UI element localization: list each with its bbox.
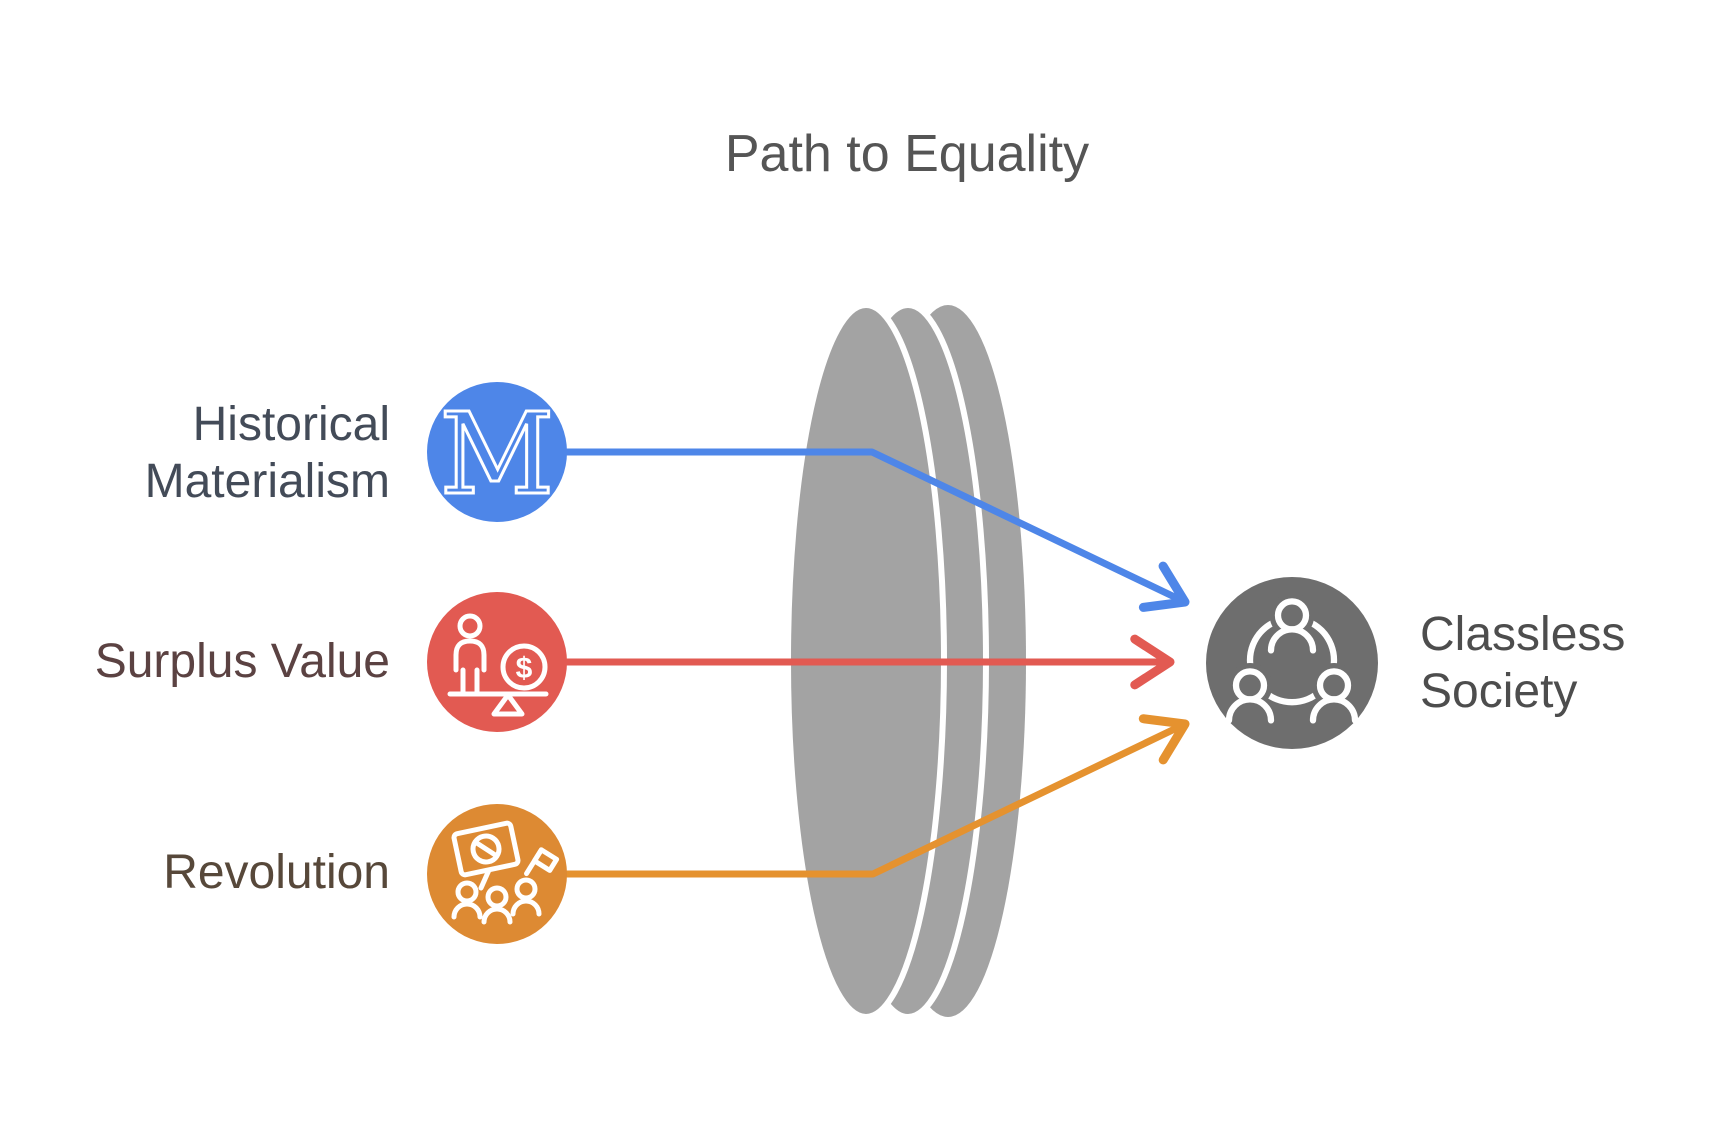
arrow-historical-materialism: [563, 448, 1190, 612]
person-shoulders-top: [1267, 626, 1317, 654]
prohibition-circle: [470, 833, 502, 865]
label-historical-materialism-line1: Historical: [193, 398, 390, 451]
protest-flag: [524, 847, 560, 877]
arrow-revolution: [563, 714, 1190, 878]
crowd-shoulders-middle: [481, 906, 513, 925]
community-people: [1225, 598, 1359, 724]
arrow-head: [1138, 714, 1190, 765]
crowd-head-right: [514, 877, 538, 901]
marx-m-icon: M: [438, 389, 556, 522]
arrow-head: [1138, 561, 1190, 612]
node-historical-materialism: M Historical Materialism: [145, 382, 567, 522]
label-historical-materialism-line2: Materialism: [145, 455, 390, 508]
arrow-shaft: [563, 448, 1189, 606]
label-classless-society-line2: Society: [1420, 665, 1577, 718]
crowd-head-left: [455, 880, 479, 904]
community-network-icon: [1225, 593, 1359, 724]
person-head: [457, 613, 483, 639]
node-circle: [427, 382, 567, 522]
marx-m-glyph: M: [440, 390, 555, 520]
protest-crowd-icon: [451, 820, 560, 925]
coin-circle: [500, 643, 548, 691]
flag-banner: [531, 847, 560, 873]
label-classless-society-line1: Classless: [1420, 608, 1625, 661]
crowd-shoulders-right: [510, 898, 542, 917]
sign-stick: [478, 867, 492, 891]
label-revolution: Revolution: [163, 846, 390, 899]
dollar-sign: $: [516, 652, 533, 685]
node-surplus-value: $ Surplus Value: [95, 592, 567, 732]
node-classless-society: Classless Society: [1206, 577, 1625, 749]
scale-fulcrum: [491, 692, 525, 717]
crowd-shoulders-left: [451, 901, 483, 920]
person-body: [453, 638, 487, 673]
person-legs: [460, 667, 480, 696]
diagram-title: Path to Equality: [725, 125, 1089, 183]
arrow-shaft: [563, 720, 1189, 878]
node-circle: [427, 804, 567, 944]
person-shoulders-right: [1309, 696, 1359, 724]
prohibition-slash: [472, 839, 500, 859]
crowd-head-middle: [485, 885, 509, 909]
label-surplus-value: Surplus Value: [95, 635, 390, 688]
node-revolution: Revolution: [163, 804, 567, 944]
arrow-head: [1130, 634, 1175, 690]
arrow-surplus-value: [563, 634, 1175, 690]
balance-scale-icon: $: [447, 613, 549, 717]
person-shoulders-left: [1225, 696, 1275, 724]
